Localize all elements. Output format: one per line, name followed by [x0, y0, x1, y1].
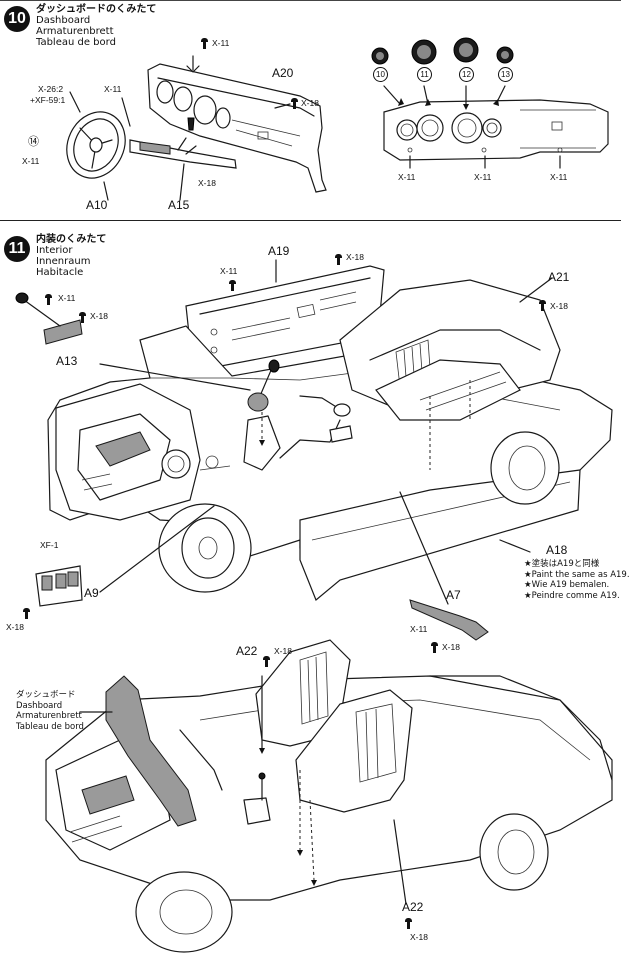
step-11-title-de: Innenraum	[36, 256, 91, 267]
dashboard-panel-drawing	[147, 63, 327, 193]
gauge-callout-11: 11	[417, 67, 432, 82]
step-11-heading: 内装のくみたて Interior Innenraum Habitacle	[36, 234, 106, 278]
part-label-a22: A22	[236, 644, 258, 658]
part-label-a7: A7	[446, 588, 461, 602]
gauge-callout-12: 12	[459, 67, 474, 82]
paint-note-fr: ★Peindre comme A19.	[524, 590, 620, 601]
screw-icon	[78, 312, 87, 323]
part-label-x11: X-11	[550, 172, 568, 182]
callout-14: ⑭	[28, 136, 39, 148]
top-border	[0, 0, 621, 1]
part-label-x11: X-11	[398, 172, 416, 182]
part-label-a19: A19	[268, 244, 290, 258]
screw-icon	[200, 38, 209, 49]
part-label-a15: A15	[168, 198, 190, 212]
paint-note: ★塗装はA19と同様 ★Paint the same as A19. ★Wie …	[524, 559, 630, 601]
step-11-title-en: Interior	[36, 245, 73, 256]
step-number-badge: 10	[4, 6, 30, 32]
dashboard-callout-jp: ダッシュボード	[16, 690, 76, 700]
screw-icon	[290, 98, 299, 109]
screw-icon	[334, 254, 343, 265]
part-label-x11: X-11	[58, 293, 76, 303]
dashboard-callout-fr: Tableau de bord	[16, 721, 84, 732]
part-label-x18: X-18	[410, 932, 428, 942]
paint-note-jp: ★塗装はA19と同様	[524, 559, 600, 569]
steering-wheel-drawing	[66, 111, 126, 179]
step-11-title-fr: Habitacle	[36, 267, 84, 278]
rear-seat-drawing	[339, 279, 561, 421]
step-10-heading: ダッシュボードのくみたて Dashboard Armaturenbrett Ta…	[36, 4, 156, 48]
dashboard-callout-en: Dashboard	[16, 700, 63, 711]
part-label-x18: X-18	[301, 98, 319, 108]
part-label-x11: X-11	[474, 172, 492, 182]
part-label-a20: A20	[272, 66, 294, 80]
pedal-assembly-drawing	[35, 565, 83, 607]
screw-icon	[44, 294, 53, 305]
part-label-x18: X-18	[274, 646, 292, 656]
paint-note-en: ★Paint the same as A19.	[524, 569, 630, 580]
step-number-badge: 11	[4, 236, 30, 262]
part-label-xf1: XF-1	[40, 540, 59, 550]
dashboard-gauges-drawing	[371, 37, 609, 161]
screw-icon	[262, 656, 271, 667]
part-label-x18: X-18	[346, 252, 364, 262]
part-label-a21: A21	[548, 270, 570, 284]
part-label-a10: A10	[86, 198, 108, 212]
step-10-title-de: Armaturenbrett	[36, 26, 114, 37]
gauge-callout-13: 13	[498, 67, 513, 82]
step-11-title-jp: 内装のくみたて	[36, 234, 107, 245]
part-label-x18: X-18	[6, 622, 24, 632]
gauge-callout-10: 10	[373, 67, 388, 82]
part-label-x18: X-18	[442, 642, 460, 652]
part-label-a13: A13	[56, 354, 78, 368]
part-label-a9: A9	[84, 586, 99, 600]
step-10-title-fr: Tableau de bord	[36, 37, 116, 48]
part-label-x26: X-26:2	[38, 84, 64, 94]
screw-icon	[228, 280, 237, 291]
part-label-x11: X-11	[410, 624, 428, 634]
screw-icon	[22, 608, 31, 619]
interior-complete-drawing	[45, 639, 613, 953]
part-label-x11: X-11	[104, 84, 122, 94]
part-label-x18: X-18	[198, 178, 216, 188]
part-label-x11: X-11	[220, 266, 238, 276]
dashboard-callout: ダッシュボード Dashboard Armaturenbrett Tableau…	[16, 690, 84, 732]
dashboard-callout-de: Armaturenbrett	[16, 711, 82, 721]
part-label-a18: A18	[546, 543, 568, 557]
part-label-x11: X-11	[212, 38, 230, 48]
part-label-x18: X-18	[550, 301, 568, 311]
screw-icon	[404, 918, 413, 929]
screw-icon	[538, 300, 547, 311]
step-divider	[0, 220, 621, 221]
paint-note-de: ★Wie A19 bemalen.	[524, 580, 610, 590]
steering-column-drawing	[129, 137, 237, 169]
screw-icon	[430, 642, 439, 653]
part-label-xf59: +XF-59:1	[30, 95, 66, 105]
step-10-title-jp: ダッシュボードのくみたて	[36, 4, 157, 15]
part-label-x11: X-11	[22, 156, 40, 166]
part-label-a22: A22	[402, 900, 424, 914]
part-label-x18: X-18	[90, 311, 108, 321]
step-10-title-en: Dashboard	[36, 15, 91, 26]
